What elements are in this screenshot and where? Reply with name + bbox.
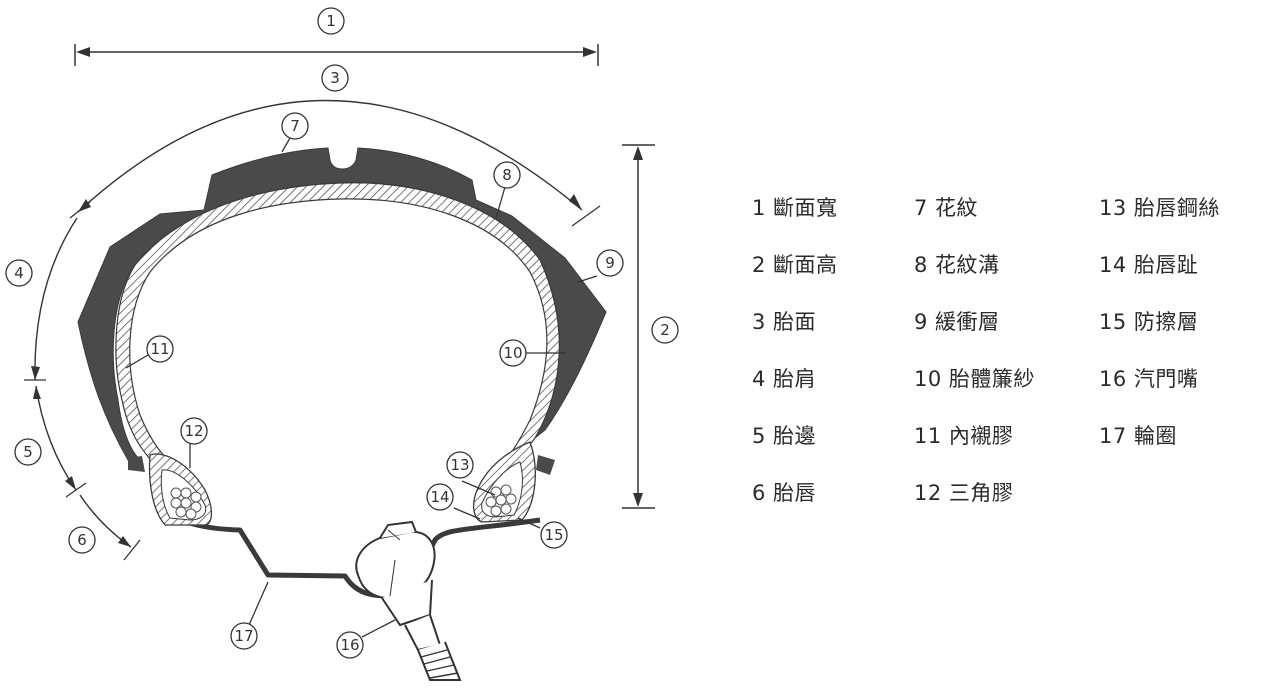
section-width-dimension bbox=[74, 44, 599, 66]
callout-7: 7 bbox=[290, 117, 300, 135]
legend-item-8: 8 花紋溝 bbox=[914, 253, 1000, 277]
legend-item-1: 1 斷面寬 bbox=[752, 196, 838, 220]
callout-circle-12 bbox=[180, 417, 208, 445]
callout-circle-15 bbox=[540, 521, 568, 549]
legend-item-6: 6 胎唇 bbox=[752, 481, 817, 505]
valve-stem bbox=[355, 520, 462, 681]
right-bead bbox=[472, 441, 555, 523]
callout-16: 16 bbox=[340, 636, 359, 654]
callout-circle-7 bbox=[281, 112, 309, 140]
callout-circle-9 bbox=[596, 249, 624, 277]
legend-item-15: 15 防擦層 bbox=[1099, 310, 1199, 334]
legend-item-9: 9 緩衝層 bbox=[914, 310, 1000, 334]
callout-10: 10 bbox=[503, 344, 522, 362]
callout-circle-13 bbox=[446, 451, 474, 479]
callout-14: 14 bbox=[430, 488, 449, 506]
legend-item-11: 11 內襯膠 bbox=[914, 424, 1014, 448]
shoulder-arc-dimension bbox=[24, 217, 78, 381]
callout-17: 17 bbox=[234, 627, 253, 645]
leader-lines bbox=[125, 137, 598, 638]
legend-item-4: 4 胎肩 bbox=[752, 367, 817, 391]
legend-item-5: 5 胎邊 bbox=[752, 424, 817, 448]
legend-item-10: 10 胎體簾紗 bbox=[914, 367, 1035, 391]
legend-item-16: 16 汽門嘴 bbox=[1099, 367, 1199, 391]
callout-circle-11 bbox=[146, 335, 174, 363]
callout-circle-14 bbox=[426, 483, 454, 511]
callout-12: 12 bbox=[184, 422, 203, 440]
callout-circle-3 bbox=[321, 64, 349, 92]
left-bead bbox=[128, 453, 213, 526]
callout-circle-6 bbox=[68, 526, 96, 554]
callout-4: 4 bbox=[14, 264, 24, 282]
callout-9: 9 bbox=[605, 254, 615, 272]
callout-8: 8 bbox=[502, 166, 512, 184]
section-height-dimension bbox=[622, 144, 655, 509]
callout-3: 3 bbox=[330, 69, 340, 87]
legend-item-3: 3 胎面 bbox=[752, 310, 817, 334]
legend-item-12: 12 三角膠 bbox=[914, 481, 1014, 505]
callout-11: 11 bbox=[150, 340, 169, 358]
callout-2: 2 bbox=[660, 321, 670, 339]
legend: 1 斷面寬 2 斷面高 3 胎面 4 胎肩 5 胎邊 6 胎唇 7 花紋 8 花… bbox=[752, 192, 1262, 532]
callout-1: 1 bbox=[326, 12, 336, 30]
callout-circle-4 bbox=[5, 259, 33, 287]
bead-arc-dimension bbox=[79, 494, 141, 561]
callout-circle-16 bbox=[336, 631, 364, 659]
callout-5: 5 bbox=[23, 443, 33, 461]
callout-13: 13 bbox=[450, 456, 469, 474]
tread-arc-dimension bbox=[69, 99, 601, 227]
callout-circle-1 bbox=[317, 7, 345, 35]
legend-item-7: 7 花紋 bbox=[914, 196, 979, 220]
legend-item-13: 13 胎唇鋼絲 bbox=[1099, 196, 1220, 220]
callout-circle-10 bbox=[499, 339, 527, 367]
callout-circle-8 bbox=[493, 161, 521, 189]
callout-circle-5 bbox=[14, 438, 42, 466]
legend-item-17: 17 輪圈 bbox=[1099, 424, 1177, 448]
callout-circle-2 bbox=[651, 316, 679, 344]
tire-cross-section-diagram: 1 2 3 4 5 6 7 8 9 10 11 12 13 14 15 16 1… bbox=[5, 7, 679, 681]
legend-item-14: 14 胎唇趾 bbox=[1099, 253, 1199, 277]
legend-item-2: 2 斷面高 bbox=[752, 253, 838, 277]
callout-circle-17 bbox=[230, 622, 258, 650]
callout-15: 15 bbox=[544, 526, 563, 544]
sidewall-arc-dimension bbox=[33, 385, 87, 498]
callout-6: 6 bbox=[77, 531, 87, 549]
